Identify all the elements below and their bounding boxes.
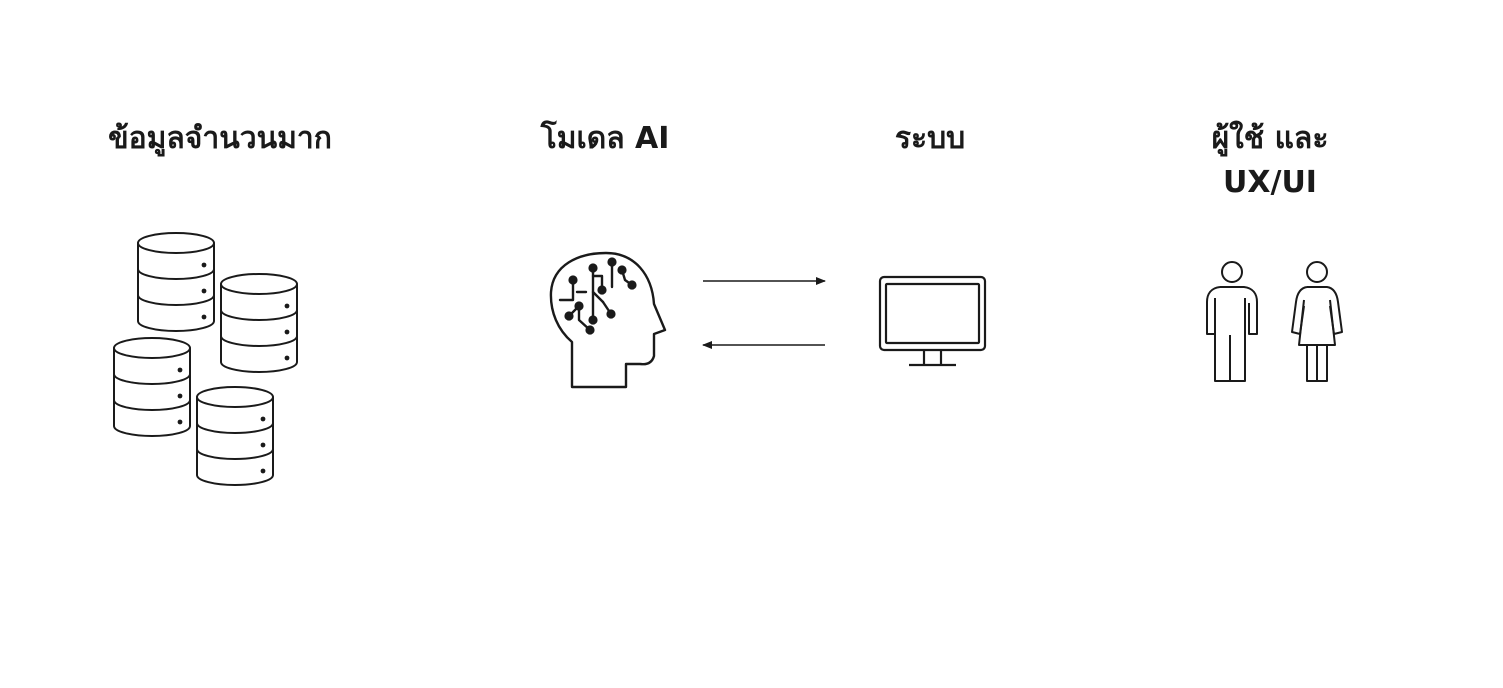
stage-label-system: ระบบ [894, 121, 966, 156]
ai-brain-head-icon [549, 251, 667, 389]
database-stack-icon [113, 232, 298, 486]
database-cylinder-icon [196, 386, 274, 486]
stage-label-users-line1: ผู้ใช้ และ [1211, 121, 1329, 156]
database-cylinder-icon [113, 337, 191, 437]
person-male-icon [1206, 261, 1258, 382]
stage-label-data: ข้อมูลจำนวนมาก [108, 121, 332, 156]
stage-label-users: ผู้ใช้ และ UX/UI [1170, 117, 1370, 205]
stage-label-users-line2: UX/UI [1223, 165, 1317, 200]
stage-label-model: โมเดล AI [540, 121, 670, 156]
monitor-icon [878, 275, 987, 367]
person-female-icon [1291, 261, 1343, 382]
database-cylinder-icon [220, 273, 298, 373]
database-cylinder-icon [137, 232, 215, 332]
